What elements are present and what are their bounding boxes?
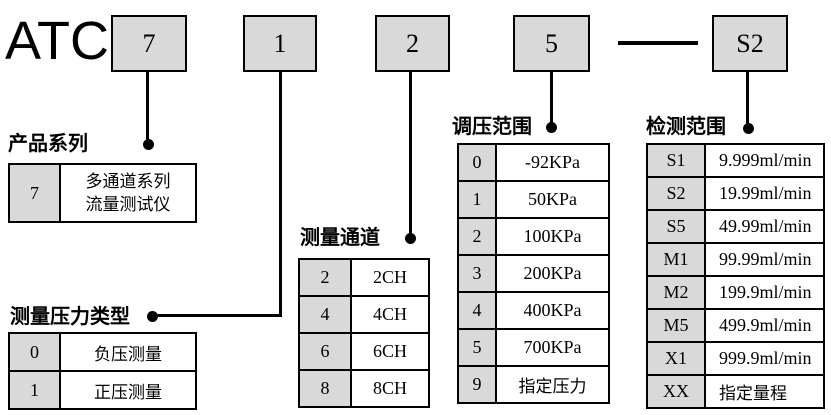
table-row: 6 6CH (298, 332, 430, 371)
value-cell: 100KPa (495, 217, 610, 256)
table-row: 1 50KPa (457, 180, 610, 219)
table-row: 9 指定压力 (457, 365, 610, 404)
code-box-pressure-range: 5 (513, 15, 590, 72)
key-cell: 5 (457, 328, 497, 367)
key-cell: 8 (298, 369, 352, 408)
connector-line-detection-range (746, 71, 749, 129)
key-cell: 4 (457, 291, 497, 330)
table-row: M1 99.99ml/min (646, 242, 825, 277)
table-row: 1 正压测量 (8, 370, 197, 410)
value-cell: 8CH (350, 369, 430, 408)
table-row: M2 199.9ml/min (646, 275, 825, 310)
table-row: M5 499.9ml/min (646, 308, 825, 343)
value-cell: 400KPa (495, 291, 610, 330)
table-row: XX 指定量程 (646, 374, 825, 409)
value-cell: 700KPa (495, 328, 610, 367)
table-row: X1 999.9ml/min (646, 341, 825, 376)
value-cell: 49.99ml/min (704, 209, 825, 244)
value-cell: 999.9ml/min (704, 341, 825, 376)
connector-dot-pressure-range (546, 122, 557, 133)
key-cell: 4 (298, 295, 352, 334)
value-cell: 指定量程 (704, 374, 825, 409)
value-cell: 19.99ml/min (704, 176, 825, 211)
connector-dot-series (143, 139, 154, 150)
code-box-pressure-type: 1 (243, 15, 317, 72)
table-pressure-type: 0 负压测量 1 正压测量 (8, 332, 197, 410)
table-row: S1 9.999ml/min (646, 143, 825, 178)
key-cell: X1 (646, 341, 706, 376)
value-cell: -92KPa (495, 143, 610, 182)
code-box-series: 7 (111, 15, 187, 72)
label-pressure-range: 调压范围 (452, 116, 532, 138)
table-row: 4 400KPa (457, 291, 610, 330)
key-cell: M1 (646, 242, 706, 277)
value-cell: 正压测量 (59, 370, 197, 410)
table-row: S5 49.99ml/min (646, 209, 825, 244)
key-cell: 1 (8, 370, 61, 410)
value-cell: 499.9ml/min (704, 308, 825, 343)
connector-line-pressure-type (279, 71, 282, 317)
value-cell: 199.9ml/min (704, 275, 825, 310)
key-cell: S2 (646, 176, 706, 211)
label-product-series: 产品系列 (8, 133, 88, 155)
label-channels: 测量通道 (300, 227, 380, 249)
table-pressure-range: 0 -92KPa 1 50KPa 2 100KPa 3 200KPa 4 400… (457, 143, 610, 404)
code-box-channels: 2 (375, 15, 450, 72)
label-pressure-type: 测量压力类型 (10, 306, 130, 328)
product-prefix: ATC (5, 11, 109, 71)
table-row: 0 负压测量 (8, 332, 197, 372)
connector-dot-detection-range (743, 123, 754, 134)
table-channels: 2 2CH 4 4CH 6 6CH 8 8CH (298, 258, 430, 408)
connector-dot-channels (405, 233, 416, 244)
key-cell: 0 (8, 332, 61, 372)
value-cell: 9.999ml/min (704, 143, 825, 178)
table-row: S2 19.99ml/min (646, 176, 825, 211)
table-detection-range: S1 9.999ml/min S2 19.99ml/min S5 49.99ml… (646, 143, 825, 409)
table-row: 0 -92KPa (457, 143, 610, 182)
connector-line-series (146, 71, 149, 145)
key-cell: 1 (457, 180, 497, 219)
value-cell: 50KPa (495, 180, 610, 219)
key-cell: M5 (646, 308, 706, 343)
value-cell: 4CH (350, 295, 430, 334)
connector-elbow-pressure-type (152, 314, 282, 317)
value-cell: 200KPa (495, 254, 610, 293)
table-row: 3 200KPa (457, 254, 610, 293)
label-detection-range: 检测范围 (646, 116, 726, 138)
key-cell: 7 (8, 163, 61, 223)
connector-line-channels (409, 71, 412, 239)
value-cell: 2CH (350, 258, 430, 297)
value-cell: 99.99ml/min (704, 242, 825, 277)
table-row: 2 100KPa (457, 217, 610, 256)
table-row: 4 4CH (298, 295, 430, 334)
key-cell: S1 (646, 143, 706, 178)
key-cell: 6 (298, 332, 352, 371)
code-box-detection-range: S2 (712, 15, 788, 72)
table-row: 5 700KPa (457, 328, 610, 367)
value-cell: 多通道系列 流量测试仪 (59, 163, 197, 223)
table-row: 7 多通道系列 流量测试仪 (8, 163, 197, 223)
value-cell: 6CH (350, 332, 430, 371)
key-cell: 3 (457, 254, 497, 293)
key-cell: M2 (646, 275, 706, 310)
table-row: 2 2CH (298, 258, 430, 297)
key-cell: XX (646, 374, 706, 409)
key-cell: 0 (457, 143, 497, 182)
key-cell: 2 (457, 217, 497, 256)
connector-line-pressure-range (550, 71, 553, 128)
value-cell: 负压测量 (59, 332, 197, 372)
key-cell: 2 (298, 258, 352, 297)
connector-dot-pressure-type (147, 311, 158, 322)
table-product-series: 7 多通道系列 流量测试仪 (8, 163, 197, 223)
key-cell: S5 (646, 209, 706, 244)
value-cell: 指定压力 (495, 365, 610, 404)
key-cell: 9 (457, 365, 497, 404)
code-separator-dash (618, 41, 698, 45)
table-row: 8 8CH (298, 369, 430, 408)
